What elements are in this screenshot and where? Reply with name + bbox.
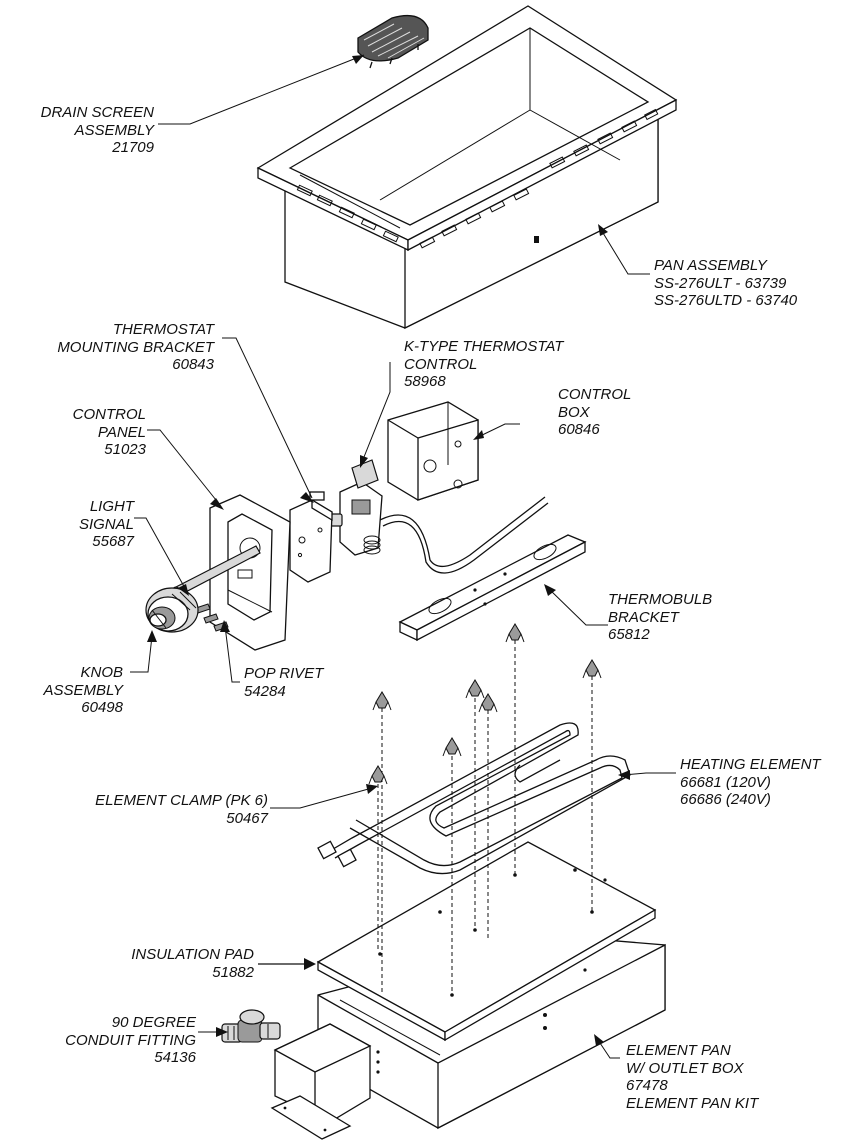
control-panel-name: CONTROL (72, 406, 146, 423)
control-panel-part-number: 51023 (104, 441, 146, 458)
heating-element-drawing (317, 722, 631, 875)
element-clamps-drawing (368, 623, 602, 785)
label-insulation-pad: INSULATION PAD 51882 (131, 946, 254, 981)
thermostat-bracket-part-number: 60843 (172, 356, 214, 373)
knob-assembly-drawing (145, 587, 199, 633)
heating-element-part-240v: 66686 (240V) (680, 791, 771, 808)
label-conduit-fitting: 90 DEGREE CONDUIT FITTING 54136 (65, 1014, 196, 1067)
light-signal-name-2: SIGNAL (78, 515, 134, 533)
label-drain-screen: DRAIN SCREEN ASSEMBLY 21709 (41, 104, 154, 157)
conduit-fitting-drawing (221, 1009, 281, 1043)
label-heating-element: HEATING ELEMENT 66681 (120V) 66686 (240V… (680, 756, 821, 809)
label-control-panel: CONTROL PANEL 51023 (73, 406, 146, 459)
thermobulb-bracket-part-number: 65812 (608, 626, 650, 643)
heating-element-name: HEATING ELEMENT (680, 756, 821, 773)
leader-lines (130, 54, 676, 1059)
insulation-pad-name: INSULATION PAD (131, 946, 254, 963)
light-signal-part-number: 55687 (92, 533, 134, 550)
conduit-fitting-part-number: 54136 (154, 1049, 196, 1066)
label-control-box: CONTROL BOX 60846 (558, 386, 631, 439)
pan-assembly-name: PAN ASSEMBLY (654, 257, 767, 274)
thermobulb-bracket-name: THERMOBULB (608, 591, 713, 608)
drain-screen-part-number: 21709 (112, 139, 154, 156)
drain-screen-name-2: ASSEMBLY (74, 121, 155, 139)
thermostat-control-name-2: CONTROL (404, 355, 478, 373)
element-pan-name-2: W/ OUTLET BOX (626, 1059, 744, 1077)
knob-assembly-part-number: 60498 (81, 699, 123, 716)
heating-element-part-120v: 66681 (120V) (680, 773, 771, 791)
light-signal-name: LIGHT (89, 498, 134, 515)
insulation-pad-part-number: 51882 (212, 963, 254, 981)
knob-assembly-name: KNOB (80, 664, 123, 681)
pop-rivet-name: POP RIVET (244, 665, 324, 682)
thermobulb-bracket-drawing (398, 534, 587, 642)
conduit-fitting-name-2: CONDUIT FITTING (65, 1031, 196, 1049)
conduit-fitting-name: 90 DEGREE (111, 1014, 196, 1031)
drain-screen-drawing (357, 14, 429, 69)
label-thermobulb-bracket: THERMOBULB BRACKET 65812 (608, 591, 712, 644)
element-pan-kit-name: ELEMENT PAN KIT (626, 1094, 759, 1112)
label-pan-assembly: PAN ASSEMBLY SS-276ULT - 63739 SS-276ULT… (654, 257, 797, 310)
pan-assembly-drawing (256, 5, 678, 330)
thermostat-control-drawing (329, 459, 383, 556)
insulation-pad-drawing (316, 841, 657, 1042)
thermostat-bracket-drawing (289, 491, 333, 583)
label-light-signal: LIGHT SIGNAL 55687 (79, 498, 134, 551)
pan-assembly-part-2: SS-276ULTD - 63740 (654, 292, 798, 309)
control-panel-name-2: PANEL (97, 423, 146, 441)
control-box-part-number: 60846 (558, 421, 600, 438)
label-thermostat-bracket: THERMOSTAT MOUNTING BRACKET 60843 (57, 321, 214, 374)
element-pan-part-number: 67478 (626, 1077, 668, 1094)
control-box-name-2: BOX (558, 403, 590, 421)
element-clamp-part-number: 50467 (226, 809, 268, 827)
thermostat-control-name: K-TYPE THERMOSTAT (404, 338, 564, 355)
thermostat-bracket-name-2: MOUNTING BRACKET (57, 338, 214, 356)
thermobulb-tube-drawing (379, 496, 549, 574)
thermostat-bracket-name: THERMOSTAT (112, 321, 214, 338)
knob-assembly-name-2: ASSEMBLY (43, 681, 124, 699)
drain-screen-name: DRAIN SCREEN (40, 104, 154, 121)
element-clamp-name: ELEMENT CLAMP (PK 6) (95, 792, 268, 809)
label-element-clamp: ELEMENT CLAMP (PK 6) 50467 (95, 792, 268, 827)
label-pop-rivet: POP RIVET 54284 (244, 665, 323, 700)
thermostat-control-part-number: 58968 (404, 373, 446, 390)
control-box-name: CONTROL (558, 386, 632, 403)
thermobulb-bracket-name-2: BRACKET (608, 608, 679, 626)
label-knob-assembly: KNOB ASSEMBLY 60498 (44, 664, 124, 717)
element-pan-name: ELEMENT PAN (626, 1042, 731, 1059)
control-box-drawing (387, 401, 479, 501)
pan-assembly-part-1: SS-276ULT - 63739 (654, 274, 787, 292)
clamp-guide-lines (377, 640, 593, 995)
label-element-pan: ELEMENT PAN W/ OUTLET BOX 67478 ELEMENT … (626, 1042, 758, 1112)
label-thermostat-control: K-TYPE THERMOSTAT CONTROL 58968 (404, 338, 563, 391)
pop-rivet-part-number: 54284 (244, 682, 286, 700)
